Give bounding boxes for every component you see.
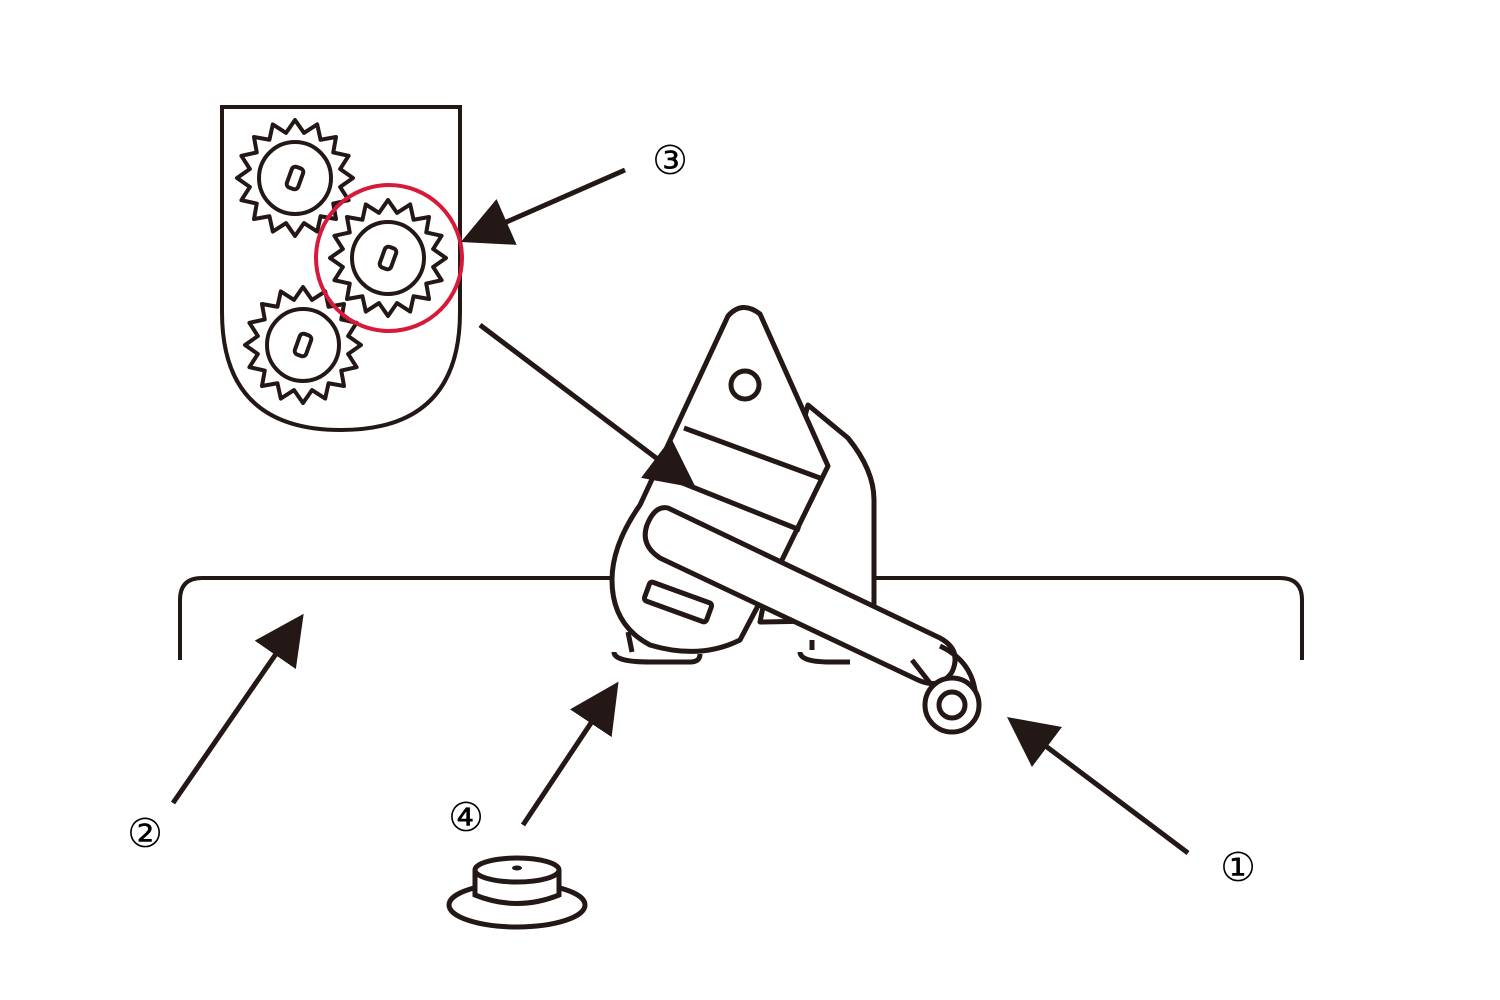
callout-label-3: ③ (652, 138, 688, 184)
gear-hub (292, 331, 314, 359)
gearbox-inset (220, 105, 464, 433)
gear-icon (243, 285, 363, 405)
left-foot (611, 631, 703, 665)
arrow-3 (460, 167, 627, 245)
arrow-1 (1007, 716, 1190, 855)
housing-slot (641, 579, 715, 625)
crank-mechanism (609, 305, 982, 735)
highlight-circle (314, 183, 464, 333)
gear-hub (284, 164, 306, 192)
gear-hub (377, 244, 399, 272)
arrow-4 (520, 681, 619, 827)
callout-label-1: ① (1220, 845, 1256, 891)
gear-ring (257, 140, 333, 216)
crank-knob-inner (936, 689, 968, 721)
right-foot (797, 640, 850, 665)
arrows (170, 167, 1190, 855)
foot-cap-icon (446, 855, 588, 930)
pivot-hole (728, 368, 762, 402)
gear-ring (350, 220, 426, 296)
callout-label-2: ② (127, 811, 163, 857)
arrow-inset-link (478, 323, 696, 489)
crank-knob-sleeve (910, 643, 978, 691)
callout-label-4: ④ (448, 795, 484, 841)
gear-ring (265, 307, 341, 383)
arrow-2 (170, 613, 304, 805)
foot-cap-hole (512, 865, 522, 871)
gear-icon (235, 118, 355, 238)
gear-icon (328, 198, 448, 318)
